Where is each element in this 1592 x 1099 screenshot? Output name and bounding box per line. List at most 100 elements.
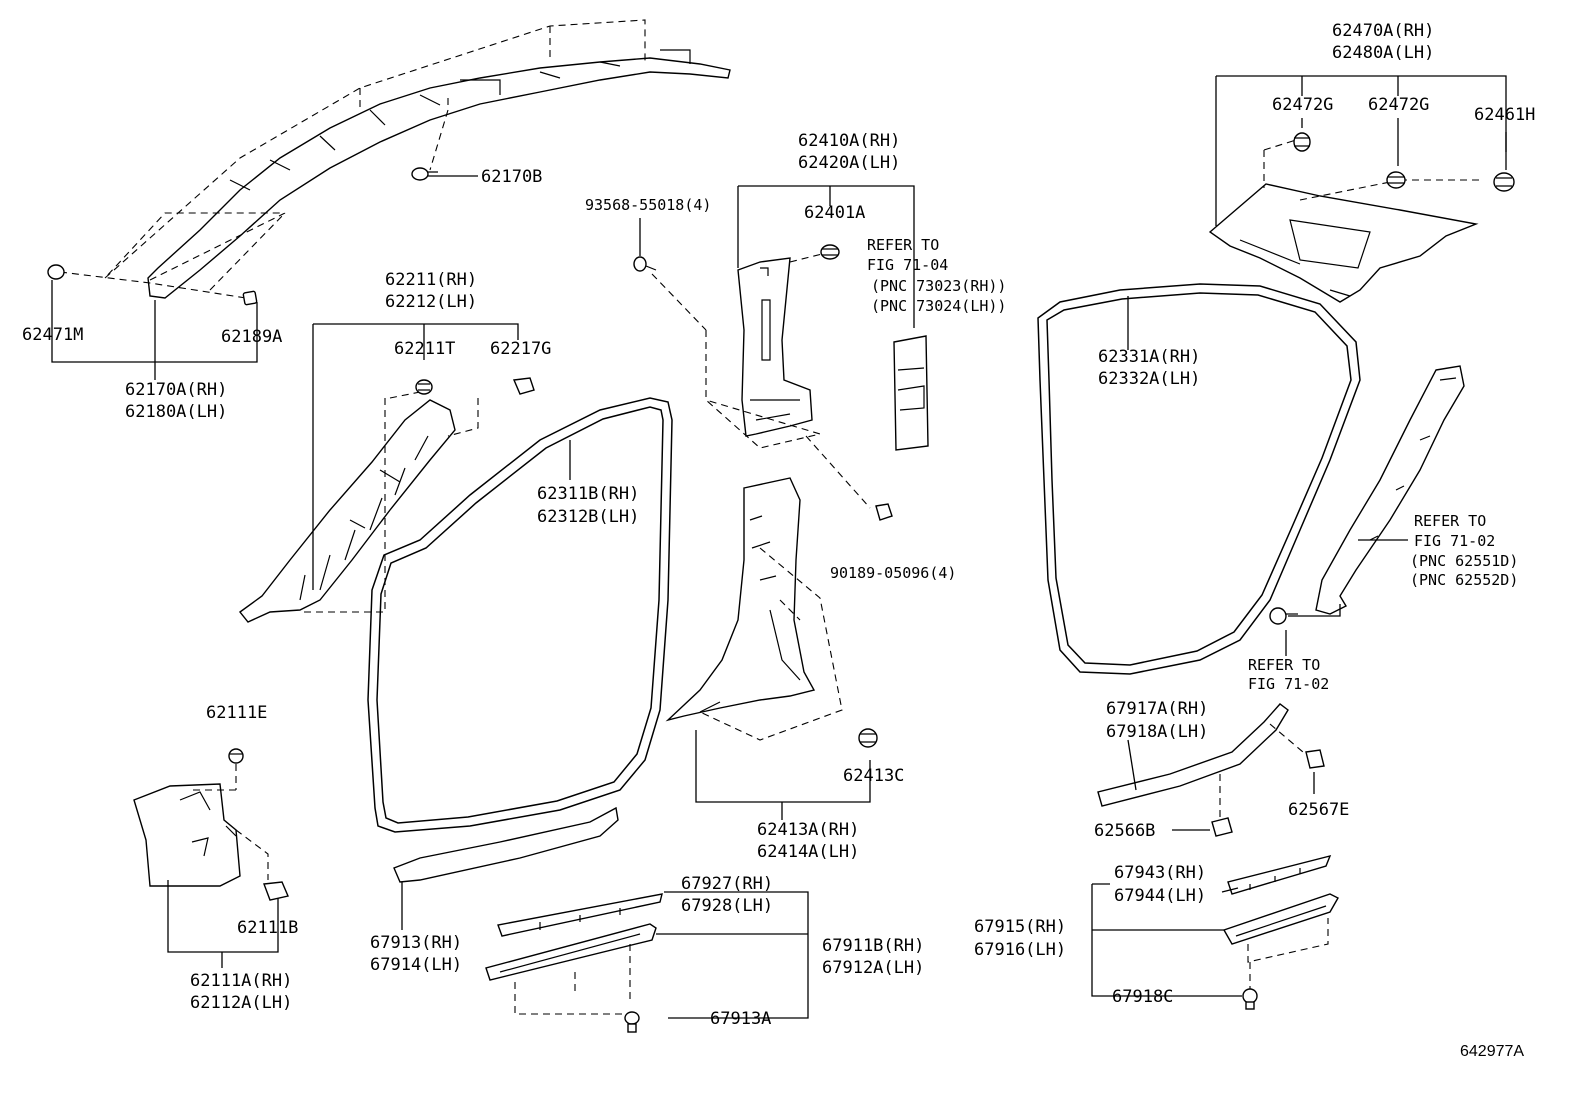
label-67913: 67913(RH) [370, 933, 462, 953]
label-pnc-73024: (PNC 73024(LH)) [871, 297, 1006, 315]
label-62217G: 62217G [490, 339, 551, 359]
scuff-plate-67911B-part [485, 923, 657, 981]
label-62401A: 62401A [804, 203, 865, 223]
clip-62111E [228, 748, 244, 764]
label-pnc-62552d: (PNC 62552D) [1410, 571, 1518, 589]
label-67911B: 67911B(RH) [822, 936, 924, 956]
roof-side-inner-part [1208, 183, 1479, 303]
screw-rear-quarter [1269, 607, 1298, 625]
roof-side-rail-assembly [47, 19, 731, 380]
label-refer-to-3: REFER TO [1248, 656, 1320, 674]
center-pillar-upper-garnish-assembly [633, 185, 929, 521]
label-refer-to-2: REFER TO [1414, 512, 1486, 530]
front-scuff-inner-part [393, 806, 619, 883]
label-pnc-73023: (PNC 73023(RH)) [871, 277, 1006, 295]
label-62472G-b: 62472G [1368, 95, 1429, 115]
label-67912A: 67912A(LH) [822, 958, 924, 978]
label-62111E: 62111E [206, 703, 267, 723]
label-67914: 67914(LH) [370, 955, 462, 975]
label-62170B: 62170B [481, 167, 542, 187]
center-pillar-lower-part [665, 477, 816, 722]
center-pillar-lower-garnish-assembly [665, 477, 878, 820]
label-67928: 67928(LH) [681, 896, 773, 916]
clip-62217G [512, 377, 535, 395]
label-fig-71-02-b: FIG 71-02 [1248, 675, 1329, 693]
label-67943: 67943(RH) [1114, 863, 1206, 883]
label-67918C: 67918C [1112, 987, 1173, 1007]
label-62211: 62211(RH) [385, 270, 477, 290]
label-fig-71-02-a: FIG 71-02 [1414, 532, 1495, 550]
label-62410A: 62410A(RH) [798, 131, 900, 151]
rear-quarter-trim-assembly [1269, 365, 1465, 656]
label-pnc-62551d: (PNC 62551D) [1410, 552, 1518, 570]
label-67915: 67915(RH) [974, 917, 1066, 937]
label-62566B: 62566B [1094, 821, 1155, 841]
label-62413A: 62413A(RH) [757, 820, 859, 840]
label-62212: 62212(LH) [385, 292, 477, 312]
front-door-weatherstrip-part [367, 397, 673, 833]
center-pillar-upper-part [737, 257, 813, 437]
clip-62472G-a [1293, 132, 1311, 152]
screw-93568 [633, 256, 657, 272]
seat-belt-cover-part [893, 335, 929, 451]
label-62470A: 62470A(RH) [1332, 21, 1434, 41]
clip-62567E [1305, 749, 1325, 769]
rear-scuff-inner-part [1097, 703, 1289, 807]
label-67916: 67916(LH) [974, 940, 1066, 960]
roof-side-inner-garnish-assembly [1208, 75, 1515, 303]
part-labels: 62170A(RH) 62180A(LH) 62471M 62189A 6217… [22, 21, 1535, 1060]
rear-door-weatherstrip-part [1037, 283, 1361, 675]
label-62112A: 62112A(LH) [190, 993, 292, 1013]
clip-62111B [263, 881, 289, 901]
label-62414A: 62414A(LH) [757, 842, 859, 862]
label-67917A: 67917A(RH) [1106, 699, 1208, 719]
figure-number: 642977A [1460, 1043, 1524, 1060]
cowl-side-trim-assembly [133, 748, 289, 968]
roof-side-rail-part [147, 57, 731, 299]
front-pillar-garnish-part [238, 399, 456, 623]
clip-67913A [624, 1011, 640, 1033]
label-62480A: 62480A(LH) [1332, 43, 1434, 63]
front-door-scuff-plate-assembly [393, 806, 809, 1033]
rear-door-scuff-plate-assembly [1091, 854, 1339, 1010]
label-62472G-a: 62472G [1272, 95, 1333, 115]
rear-door-weatherstrip-assembly [1037, 283, 1361, 675]
label-62420A: 62420A(LH) [798, 153, 900, 173]
clip-62461H [1493, 172, 1515, 192]
label-62461H: 62461H [1474, 105, 1535, 125]
label-62180A: 62180A(LH) [125, 402, 227, 422]
clip-67918C [1242, 988, 1258, 1010]
clip-62211T [415, 379, 433, 395]
label-67944: 67944(LH) [1114, 886, 1206, 906]
label-62332A: 62332A(LH) [1098, 369, 1200, 389]
label-93568: 93568-55018(4) [585, 196, 711, 214]
front-door-weatherstrip-assembly [367, 397, 673, 833]
clip-62189A [242, 290, 258, 306]
label-67918A: 67918A(LH) [1106, 722, 1208, 742]
scuff-plate-67943-part [1227, 854, 1332, 895]
rear-door-scuff-inner-assembly [1097, 703, 1325, 837]
label-fig-71-04: FIG 71-04 [867, 256, 948, 274]
clip-62471M [47, 264, 65, 280]
rear-quarter-trim-part [1315, 365, 1465, 615]
label-62311B: 62311B(RH) [537, 484, 639, 504]
clip-62413C [858, 728, 878, 748]
label-62471M: 62471M [22, 325, 83, 345]
label-62211T: 62211T [394, 339, 455, 359]
cowl-side-trim-part [133, 783, 241, 887]
clip-90189 [875, 503, 893, 521]
label-67913A: 67913A [710, 1009, 771, 1029]
label-90189: 90189-05096(4) [830, 564, 956, 582]
label-62567E: 62567E [1288, 800, 1349, 820]
front-pillar-garnish-assembly [238, 323, 535, 623]
clip-62472G-b [1386, 171, 1406, 189]
scuff-plate-67915-part [1222, 893, 1339, 945]
clip-62566B [1211, 817, 1233, 837]
label-62413C: 62413C [843, 766, 904, 786]
label-62111B: 62111B [237, 918, 298, 938]
label-62312B: 62312B(LH) [537, 507, 639, 527]
label-62111A: 62111A(RH) [190, 971, 292, 991]
label-62189A: 62189A [221, 327, 282, 347]
